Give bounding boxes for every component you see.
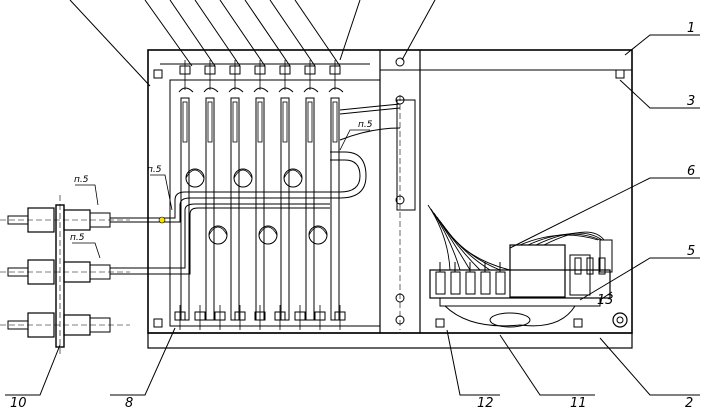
corner-screw: [612, 312, 628, 328]
coax-connectors: [7, 207, 111, 338]
terminal-strip: [396, 95, 416, 330]
mount-screw: [153, 69, 163, 79]
card-hook: [278, 87, 294, 93]
callout-8: 8: [125, 396, 133, 411]
card-rail: [230, 97, 240, 321]
pipe-runs: [110, 103, 401, 275]
terminal-post: [465, 271, 476, 295]
terminal-post: [450, 271, 461, 295]
coil: [233, 168, 253, 188]
callout-labels: 1 3 6 5 2 11 12 8 10 13 п.5 п.5 п.5 п.5: [10, 21, 695, 411]
card-slot: [257, 101, 263, 143]
wire: [433, 212, 471, 271]
coil-windings: [185, 168, 328, 245]
coil: [283, 168, 303, 188]
terminal-post: [480, 271, 491, 295]
card-rail: [305, 97, 315, 321]
card-slot: [232, 101, 238, 143]
pipe-note-4: п.5: [358, 120, 373, 130]
callout-3: 3: [687, 94, 695, 109]
callout-11: 11: [570, 396, 587, 411]
pipe-note-1: п.5: [74, 175, 89, 185]
wire: [543, 231, 605, 246]
card-hook: [253, 87, 269, 93]
wire: [427, 204, 451, 271]
card-hook: [303, 87, 319, 93]
card-rail: [280, 97, 290, 321]
mount-screw: [615, 69, 625, 79]
coil-turn: [233, 169, 253, 179]
card-slot: [182, 101, 188, 143]
leader-lines: [5, 0, 700, 396]
callout-13: 13: [597, 293, 614, 308]
card-hook: [178, 87, 194, 93]
board-plate: [169, 79, 381, 327]
enclosure: [147, 49, 633, 349]
card-rail: [330, 97, 340, 321]
coil-turn: [308, 226, 328, 236]
mount-screw: [573, 318, 583, 328]
coil-turn: [258, 226, 278, 236]
coil: [308, 225, 328, 245]
coil: [258, 225, 278, 245]
coil-turn: [185, 169, 205, 179]
card-rail: [255, 97, 265, 321]
wire: [445, 228, 511, 271]
component-block: [429, 239, 613, 328]
wire: [439, 220, 491, 271]
wire-harness: [427, 204, 605, 271]
coil: [208, 225, 228, 245]
mount-screw: [153, 318, 163, 328]
connector-body: [27, 207, 55, 233]
strip-screw: [395, 57, 405, 67]
terminal-post: [586, 257, 594, 275]
pipe-note-3: п.5: [147, 165, 162, 175]
connector-body: [27, 312, 55, 338]
fasteners: [153, 57, 628, 330]
callout-10: 10: [10, 396, 27, 411]
card-slot: [207, 101, 213, 143]
connector-body: [27, 259, 55, 285]
callout-6: 6: [687, 164, 695, 179]
callout-1: 1: [687, 21, 695, 36]
card-slot: [332, 101, 338, 143]
connector-sleeve: [89, 317, 111, 333]
corner-screw-core: [616, 316, 624, 324]
coil-turn: [283, 169, 303, 179]
terminal-posts: [435, 257, 606, 295]
terminal-post: [574, 257, 582, 275]
card-slot: [282, 101, 288, 143]
coil-turn: [208, 226, 228, 236]
card-hook: [203, 87, 219, 93]
callout-12: 12: [477, 396, 494, 411]
terminal-post: [598, 257, 606, 275]
connector-sleeve: [89, 264, 111, 280]
callout-2: 2: [685, 396, 693, 411]
connector-flange: [0, 195, 130, 355]
pipe-note-2: п.5: [70, 233, 85, 243]
mount-screw: [435, 318, 445, 328]
terminal-post: [495, 271, 506, 295]
card-hook: [228, 87, 244, 93]
terminal-post: [435, 271, 446, 295]
connector-sleeve: [89, 212, 111, 228]
card-hook: [328, 87, 344, 93]
callout-5: 5: [687, 244, 695, 259]
card-rail: [205, 97, 215, 321]
card-slot: [307, 101, 313, 143]
